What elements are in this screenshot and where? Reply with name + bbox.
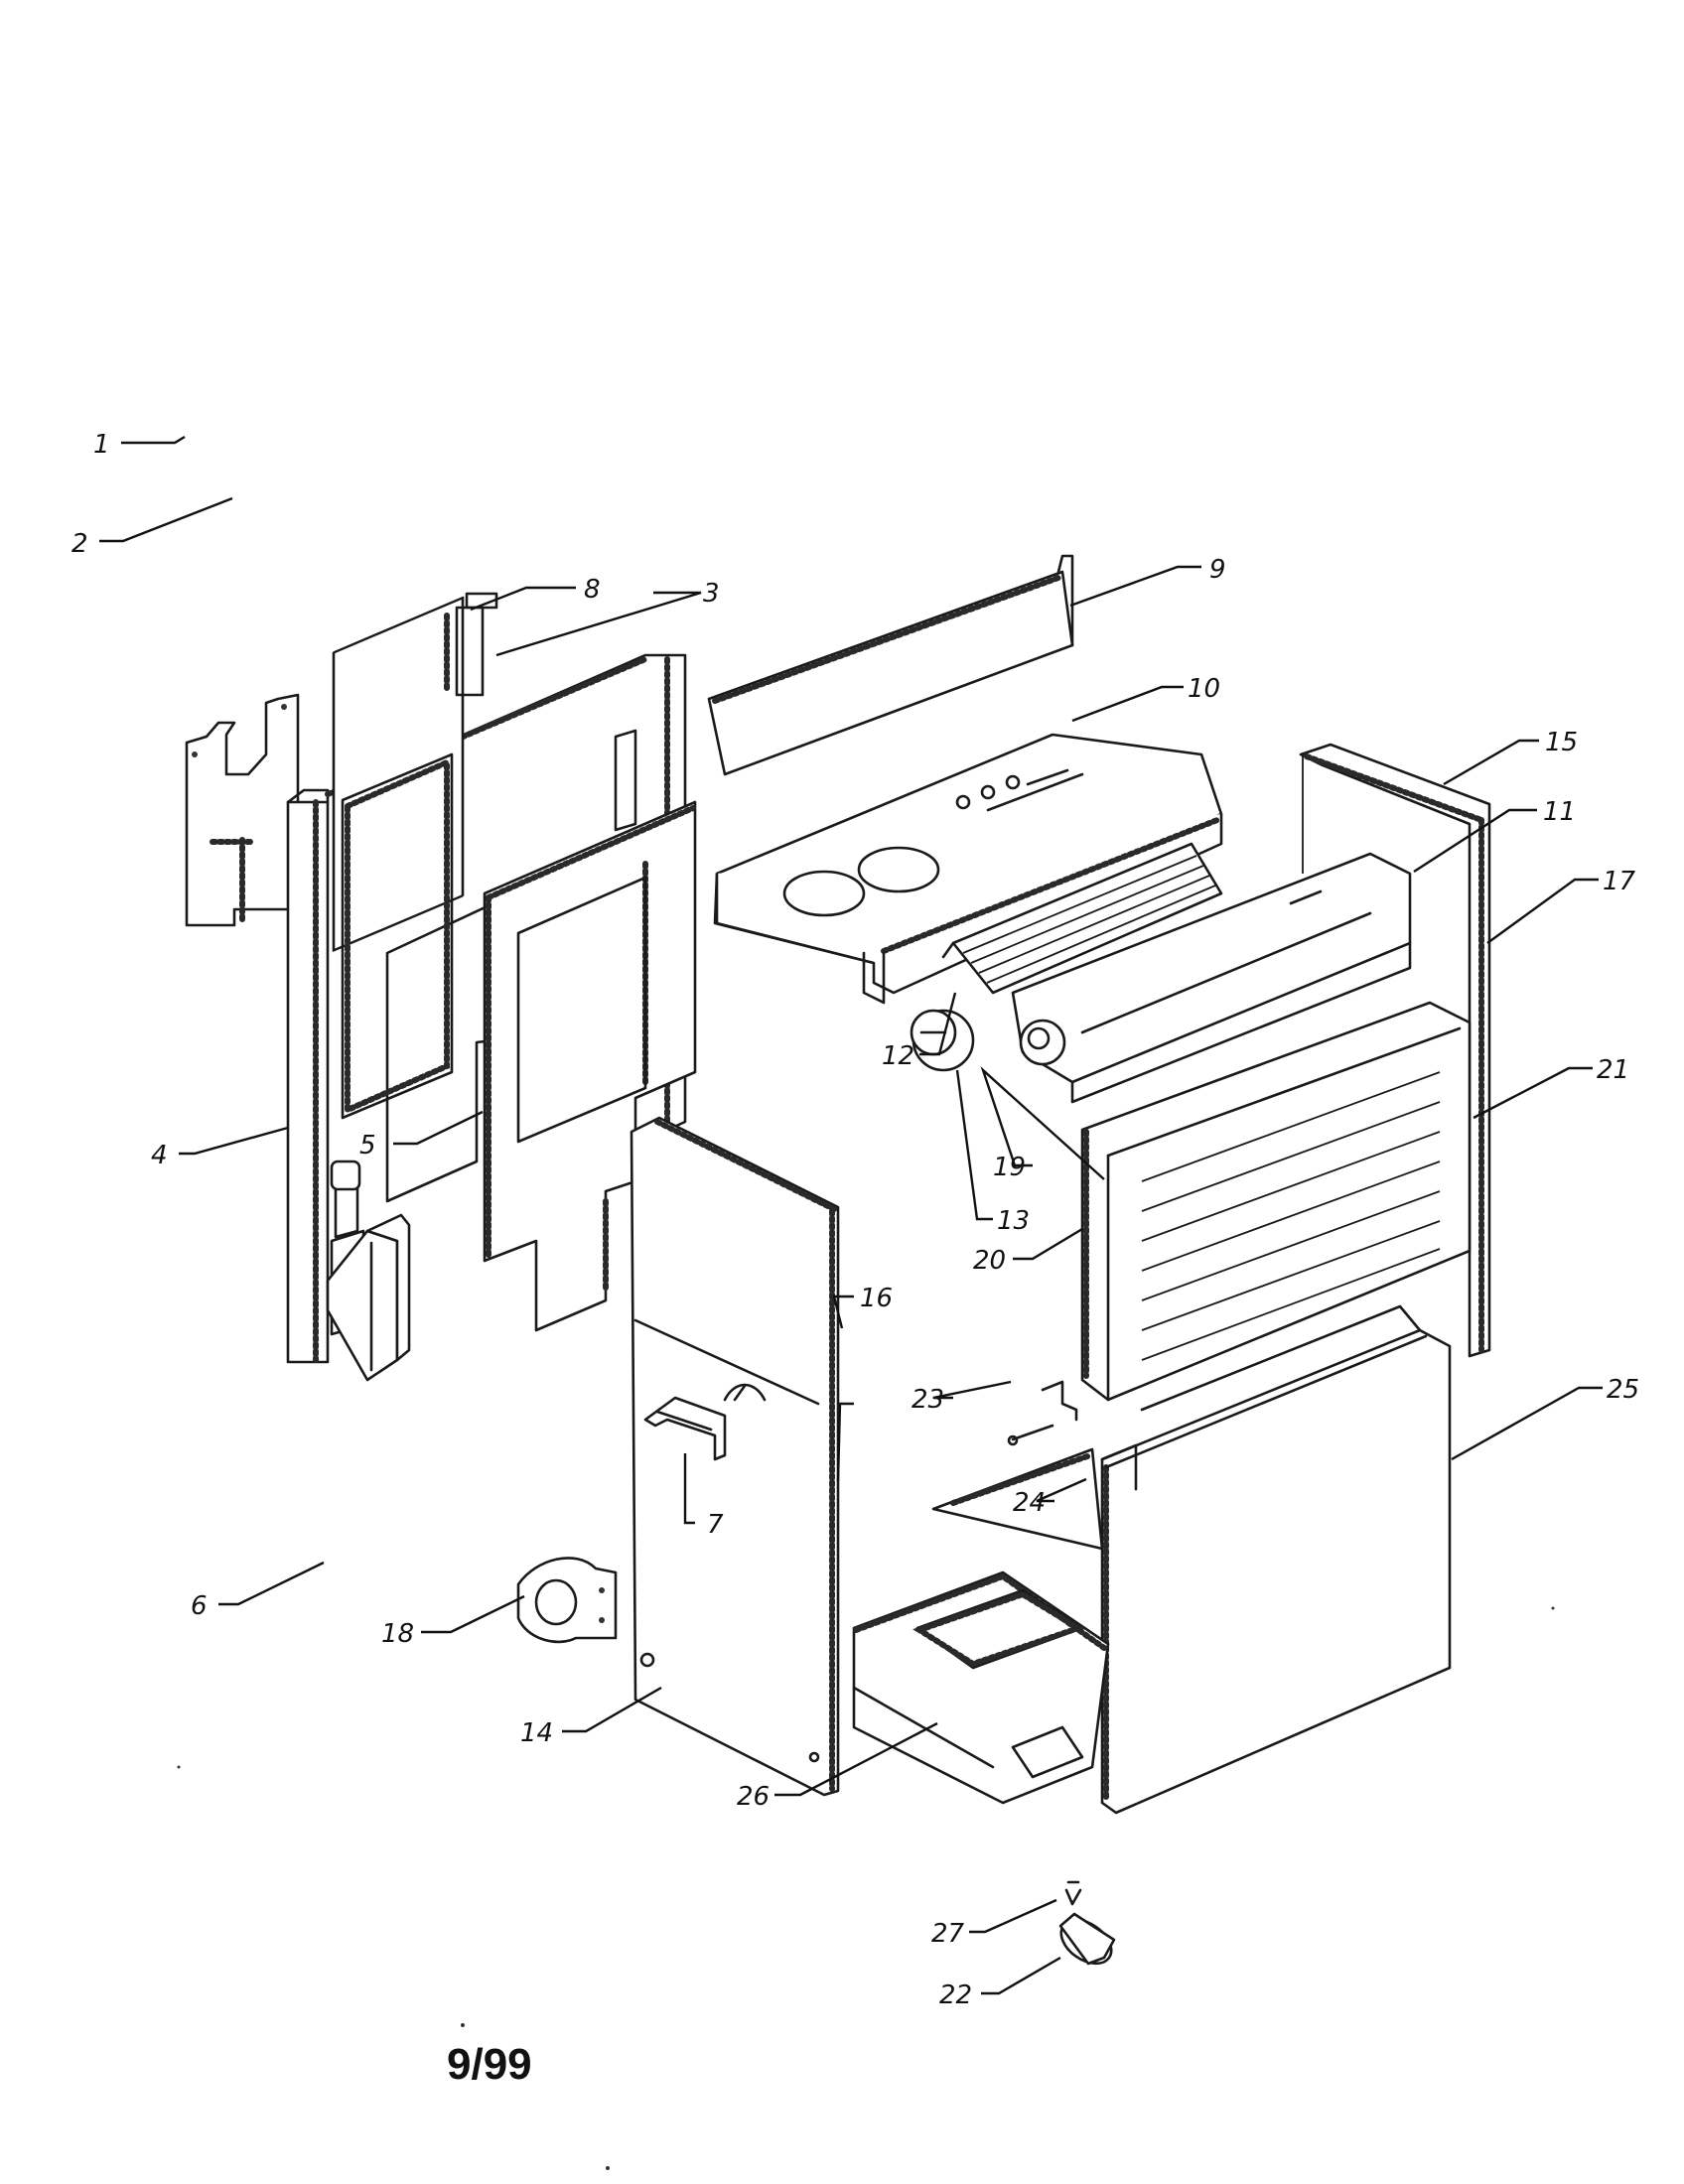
callout-21: 21	[1597, 1055, 1629, 1085]
leader-3	[495, 591, 702, 657]
part-15-side-frame	[1299, 743, 1491, 1358]
callout-1: 1	[93, 430, 110, 460]
callout-17: 17	[1603, 867, 1636, 896]
part-1-rear-bracket	[185, 693, 300, 927]
leader-1	[121, 435, 186, 445]
part-21-front-grille	[1080, 1001, 1472, 1402]
callout-19: 19	[993, 1153, 1026, 1182]
part-6-corner-bracket	[326, 1213, 411, 1382]
leader-8	[470, 586, 576, 612]
callout-24: 24	[1013, 1488, 1046, 1518]
part-7-handle	[643, 1396, 727, 1461]
part-18-bracket	[516, 1557, 618, 1644]
leader-11	[1413, 808, 1537, 874]
leader-2	[99, 496, 233, 543]
callout-13: 13	[997, 1206, 1030, 1236]
callout-15: 15	[1545, 728, 1578, 757]
callout-23: 23	[912, 1385, 944, 1415]
callout-3: 3	[703, 579, 720, 609]
part-9-top-panel	[707, 554, 1074, 776]
callout-27: 27	[931, 1919, 965, 1949]
callout-6: 6	[191, 1591, 208, 1621]
part-10-control-housing	[713, 733, 1223, 1005]
callout-11: 11	[1543, 797, 1576, 827]
leader-4	[179, 1126, 289, 1156]
callout-5: 5	[359, 1131, 376, 1160]
part-22-caster	[1058, 1880, 1116, 1966]
part-26-base-pan	[852, 1447, 1110, 1805]
leader-12	[919, 992, 957, 1056]
leader-16	[832, 1295, 854, 1329]
part-12-evaporator-grille	[941, 842, 1223, 995]
callout-4: 4	[151, 1141, 168, 1170]
part-23-clip	[1007, 1380, 1078, 1446]
leader-6	[218, 1561, 325, 1606]
part-14-front-panel	[630, 1116, 840, 1797]
callout-9: 9	[1209, 555, 1226, 585]
leader-16b	[836, 1402, 854, 1482]
callout-2: 2	[71, 529, 88, 559]
leader-26	[774, 1721, 938, 1797]
callout-25: 25	[1607, 1375, 1639, 1405]
callout-8: 8	[584, 575, 601, 605]
leader-lines	[99, 435, 1603, 1995]
leader-9	[1069, 565, 1201, 608]
leader-23	[932, 1380, 1012, 1400]
leader-13	[955, 1069, 993, 1221]
leader-7	[683, 1453, 695, 1525]
part-5-divider-panel	[483, 800, 697, 1332]
callout-26: 26	[737, 1782, 770, 1812]
leader-21	[1473, 1066, 1593, 1120]
revision-date: 9/99	[447, 2040, 532, 2089]
callout-20: 20	[973, 1246, 1006, 1276]
leader-10	[1071, 685, 1184, 723]
callout-16: 16	[860, 1284, 893, 1313]
part-25-front-cover	[1100, 1304, 1452, 1815]
leader-15	[1443, 739, 1539, 786]
leader-19	[980, 1066, 1105, 1180]
leader-17	[1486, 878, 1599, 944]
leader-18	[421, 1594, 525, 1634]
callout-18: 18	[381, 1619, 414, 1649]
part-11-blower-housing	[1011, 852, 1412, 1104]
leader-27	[969, 1898, 1057, 1934]
callout-14: 14	[520, 1718, 553, 1748]
leader-22	[981, 1956, 1061, 1995]
leader-25	[1451, 1386, 1603, 1461]
callout-10: 10	[1188, 674, 1220, 704]
leader-24	[1036, 1477, 1087, 1503]
leader-14	[562, 1686, 662, 1733]
part-4-side-rail	[286, 788, 330, 1364]
callout-12: 12	[882, 1041, 914, 1071]
callout-labels: 1 2 3 4 5 6 7 8 9 10 11 12 13 14 15 16 1…	[71, 430, 1639, 2010]
callout-7: 7	[707, 1510, 724, 1540]
leader-5	[393, 1110, 484, 1146]
callout-22: 22	[939, 1980, 972, 2010]
leader-20	[1013, 1227, 1083, 1261]
